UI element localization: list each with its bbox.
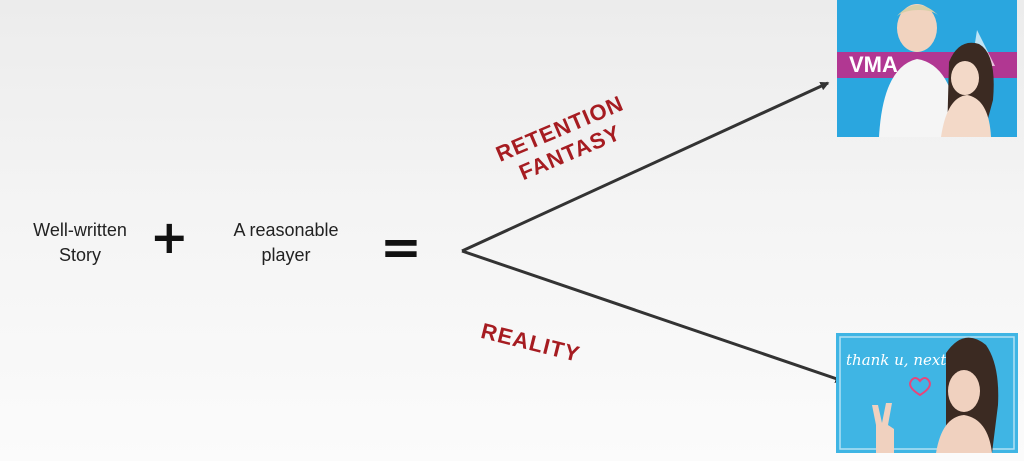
term-well-written-story: Well-written Story xyxy=(33,220,127,265)
plus-sign: + xyxy=(150,210,189,264)
vma-logo: VMA xyxy=(849,52,898,77)
term-reasonable-player: A reasonable player xyxy=(233,220,339,265)
heart-icon xyxy=(909,377,931,397)
thank-u-next-caption: thank u, next xyxy=(846,351,947,369)
couple-photo: VMA xyxy=(837,0,1017,137)
upper-arrow xyxy=(461,81,830,253)
equals-sign: = xyxy=(380,218,422,276)
thank-u-next-photo: thank u, next xyxy=(836,333,1018,453)
lower-arrow xyxy=(461,249,845,383)
